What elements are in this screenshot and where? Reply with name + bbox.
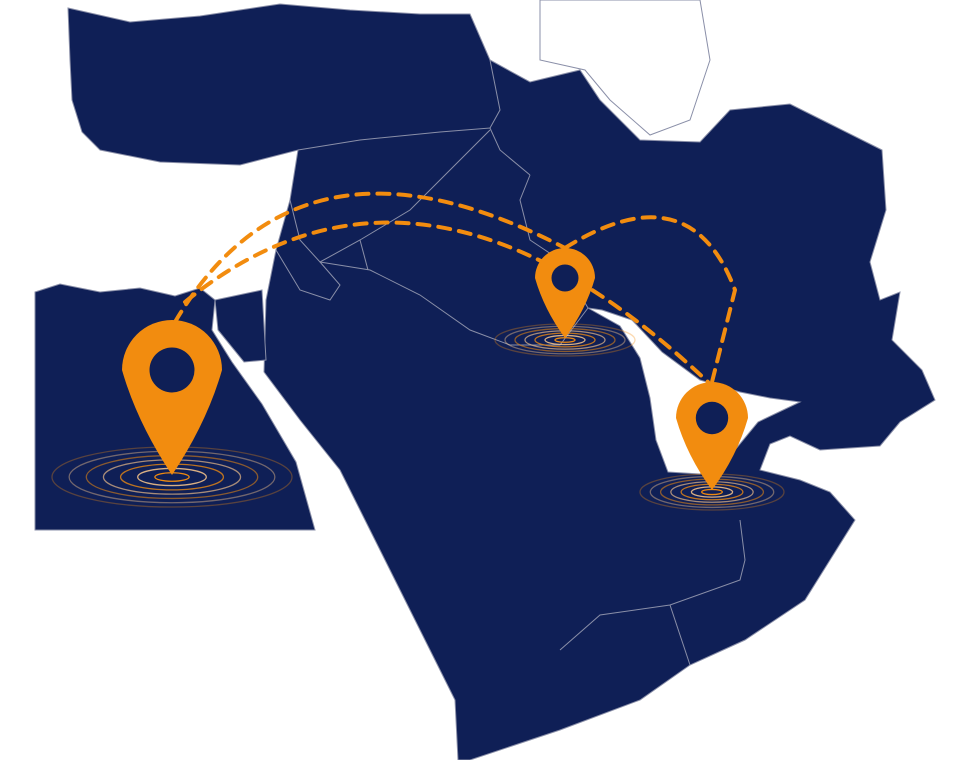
border-line	[359, 239, 369, 271]
pin-hole	[695, 401, 729, 435]
route-line	[563, 215, 738, 384]
pin-body	[535, 248, 595, 338]
map-pin-icon	[676, 382, 748, 490]
pin-body	[676, 382, 748, 490]
sinai-region	[214, 289, 267, 363]
map-pin-icon	[535, 248, 595, 338]
border-line	[275, 249, 341, 301]
border-line	[669, 604, 691, 666]
pin-hole	[551, 264, 579, 292]
route-layer	[173, 191, 738, 384]
route-line	[183, 220, 710, 384]
route-line	[173, 191, 567, 324]
border-line	[489, 59, 501, 129]
pin-layer	[122, 248, 748, 490]
border-line	[559, 519, 746, 651]
map-pin-icon	[122, 320, 222, 475]
pin-body	[122, 320, 222, 475]
pin-hole	[149, 347, 195, 393]
caspian-sea	[539, 0, 711, 136]
mainland-region	[67, 3, 936, 760]
border-line	[297, 127, 531, 176]
